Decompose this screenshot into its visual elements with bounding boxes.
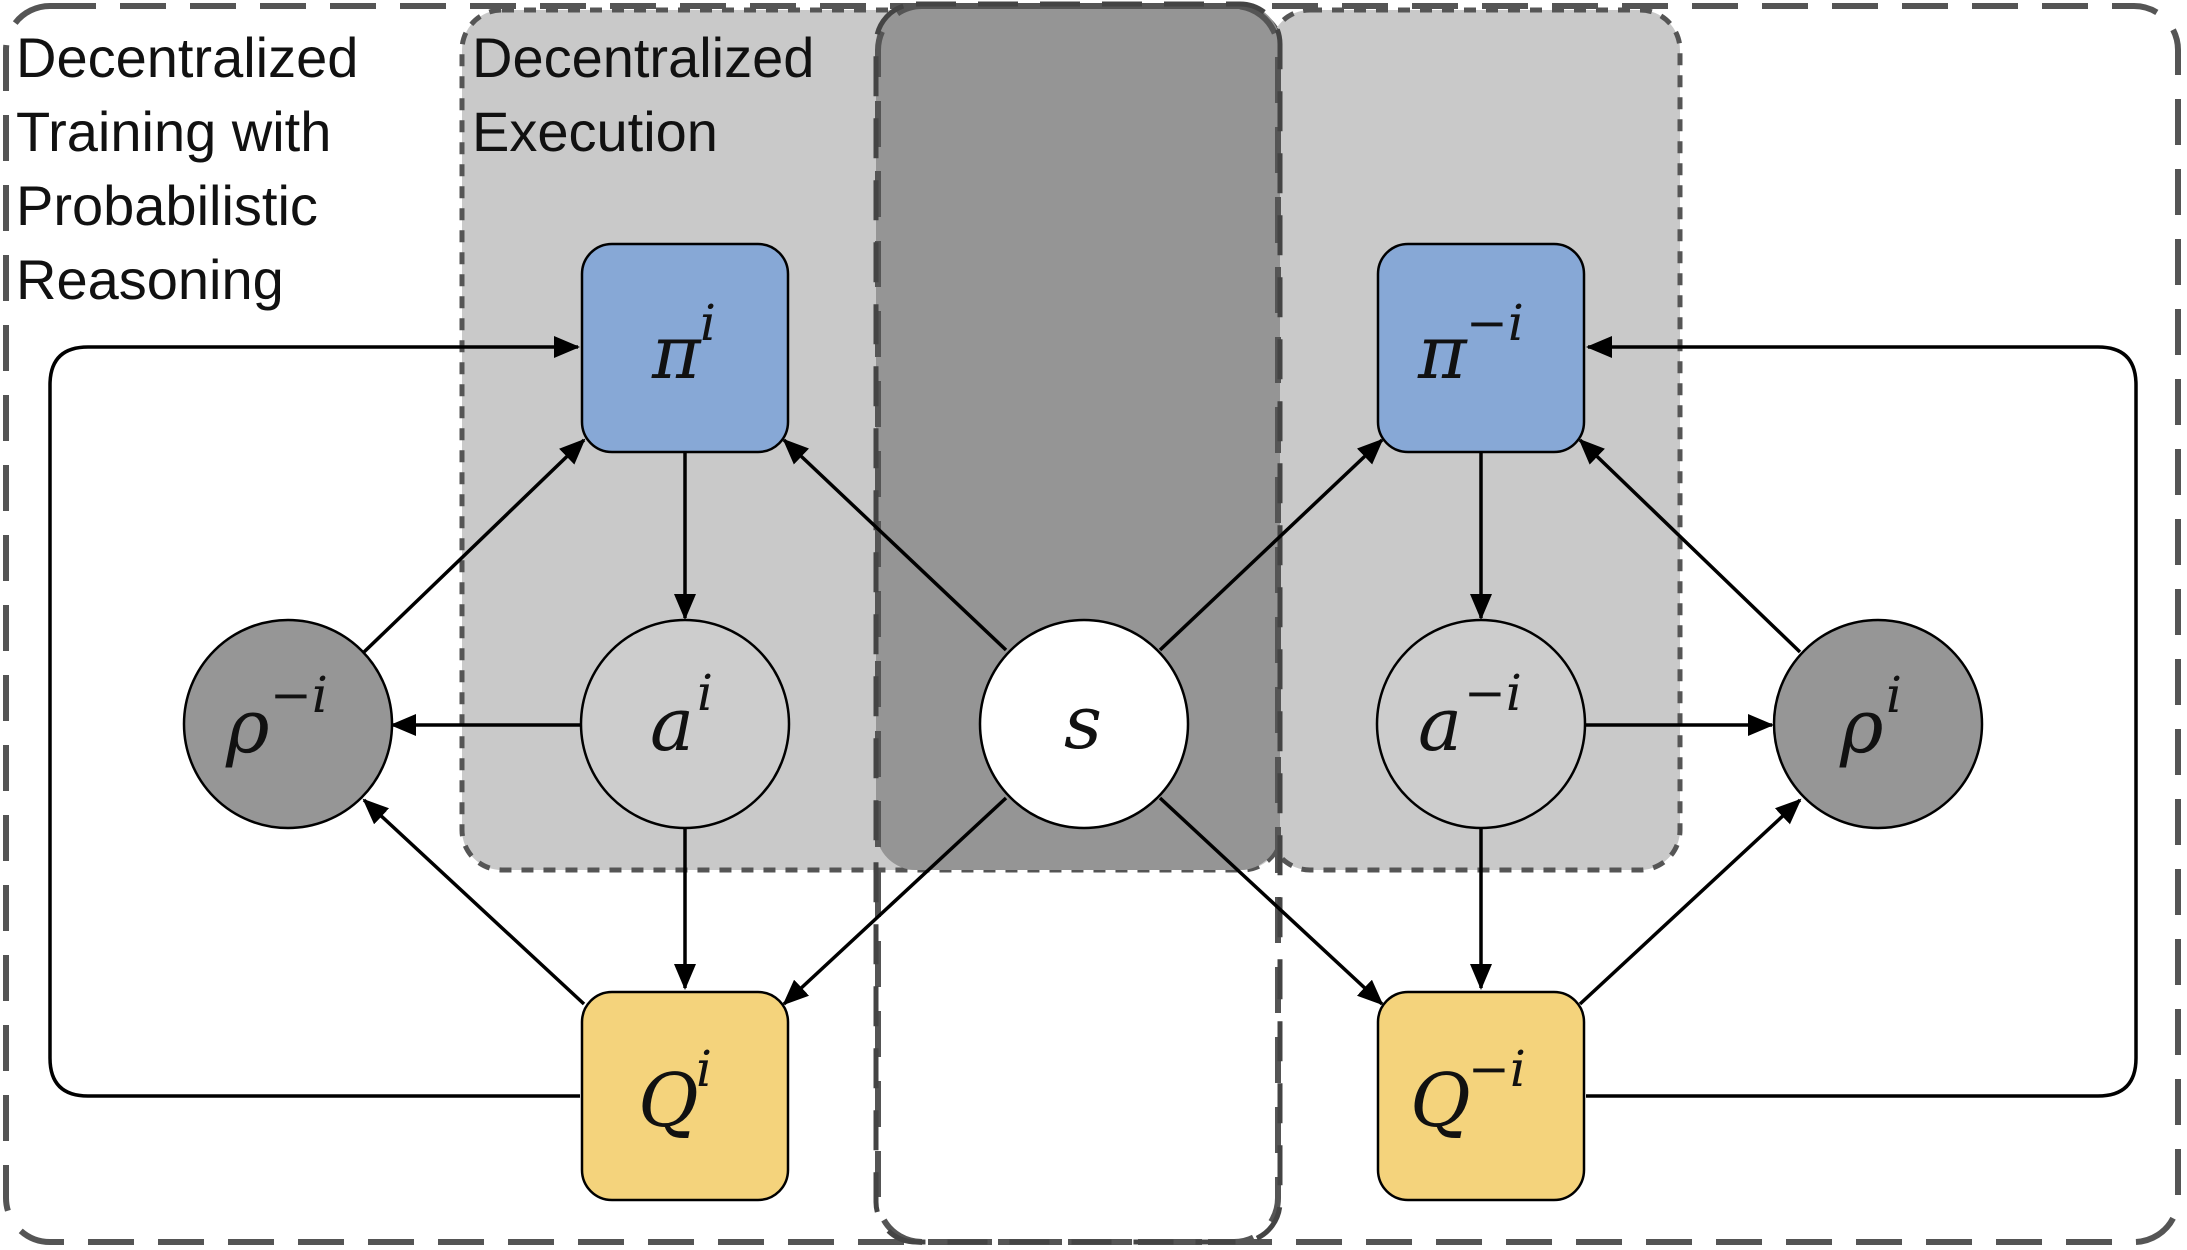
- training-label-line-2: Training with: [16, 100, 331, 163]
- node-a-i-sup: i: [697, 664, 713, 722]
- edge-q-i-feedback-to-pi-i: [48, 336, 580, 1098]
- node-a-i: a i: [579, 618, 791, 830]
- node-pi-minus-i: π −i: [1376, 242, 1586, 454]
- execution-label: Decentralized Execution: [472, 26, 814, 163]
- edge-s-to-q-minus-i: [1158, 796, 1384, 1006]
- node-pi-i-base: π: [651, 310, 702, 396]
- node-pi-minus-i-sup: −i: [1466, 294, 1524, 352]
- execution-label-line-1: Decentralized: [472, 26, 814, 89]
- node-a-minus-i-sup: −i: [1464, 664, 1522, 722]
- node-q-minus-i-sup: −i: [1468, 1040, 1526, 1098]
- edge-s-to-pi-i: [782, 438, 1008, 652]
- node-q-i: Q i: [580, 990, 790, 1202]
- node-rho-i-sup: i: [1886, 666, 1902, 724]
- node-rho-i-base: ρ: [1839, 684, 1884, 770]
- edge-rho-minus-i-to-pi-i: [362, 438, 586, 654]
- node-a-i-base: a: [650, 682, 694, 768]
- edges: [48, 336, 2138, 1098]
- node-s-base: s: [1064, 680, 1102, 766]
- node-pi-i-sup: i: [700, 294, 716, 352]
- node-pi-minus-i-base: π: [1417, 310, 1468, 396]
- node-rho-i: ρ i: [1772, 618, 1984, 830]
- node-rho-minus-i-base: ρ: [225, 684, 270, 770]
- training-label: Decentralized Training with Probabilisti…: [16, 26, 358, 311]
- training-label-line-1: Decentralized: [16, 26, 358, 89]
- edge-s-to-q-i: [782, 796, 1008, 1006]
- node-q-minus-i-base: Q: [1410, 1058, 1471, 1144]
- execution-label-line-2: Execution: [472, 100, 718, 163]
- edge-s-to-pi-minus-i: [1158, 438, 1384, 652]
- node-rho-minus-i: ρ −i: [182, 618, 394, 830]
- node-pi-i: π i: [580, 242, 790, 454]
- edge-rho-i-to-pi-minus-i: [1578, 438, 1802, 654]
- state-region: [876, 4, 1280, 870]
- edge-q-minus-i-to-rho-i: [1578, 798, 1802, 1006]
- node-q-i-sup: i: [696, 1040, 712, 1098]
- training-label-line-3: Probabilistic: [16, 174, 318, 237]
- edge-q-minus-i-feedback-to-pi-minus-i: [1586, 336, 2138, 1098]
- node-rho-minus-i-sup: −i: [270, 666, 328, 724]
- edge-q-i-to-rho-minus-i: [362, 798, 586, 1006]
- node-q-minus-i: Q −i: [1376, 990, 1586, 1202]
- node-q-i-base: Q: [638, 1058, 699, 1144]
- state-column-outline: [873, 1, 1283, 1245]
- node-a-minus-i-base: a: [1418, 682, 1462, 768]
- training-label-line-4: Reasoning: [16, 248, 284, 311]
- node-s: s: [978, 618, 1190, 830]
- node-a-minus-i: a −i: [1375, 618, 1587, 830]
